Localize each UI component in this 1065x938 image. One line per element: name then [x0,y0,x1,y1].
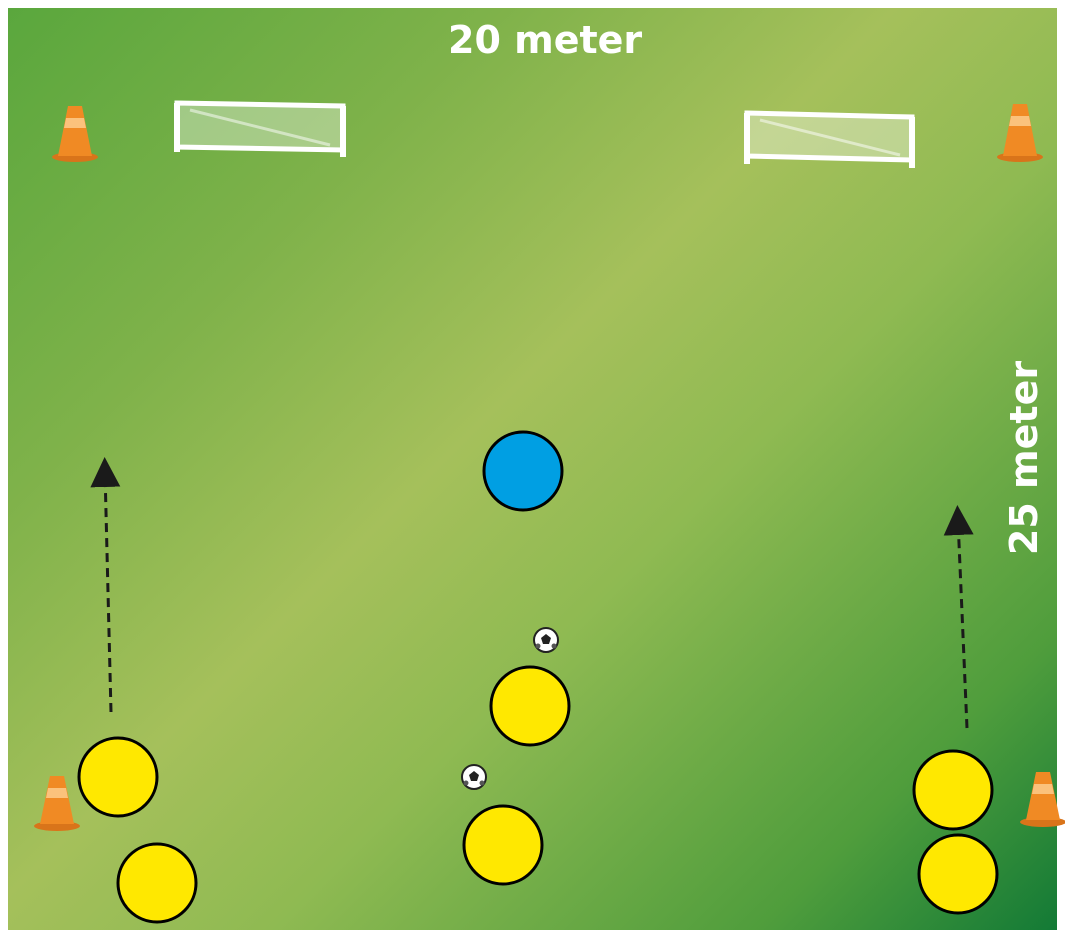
cone-icon [997,104,1043,162]
soccer-ball-icon [534,628,558,652]
yellow-player [914,751,992,829]
yellow-player [491,667,569,745]
length-label: 25 meter [1002,361,1046,555]
run-arrow [105,472,111,712]
cone-icon [52,106,98,162]
blue-player [484,432,562,510]
run-arrow [958,520,967,728]
yellow-player [118,844,196,922]
soccer-ball-icon [462,765,486,789]
yellow-player [919,835,997,913]
cone-icon [1020,772,1065,827]
yellow-player [464,806,542,884]
goal-left-icon [177,103,343,157]
goal-right-icon [747,113,912,168]
yellow-player [79,738,157,816]
width-label: 20 meter [448,18,642,62]
cone-icon [34,776,80,831]
